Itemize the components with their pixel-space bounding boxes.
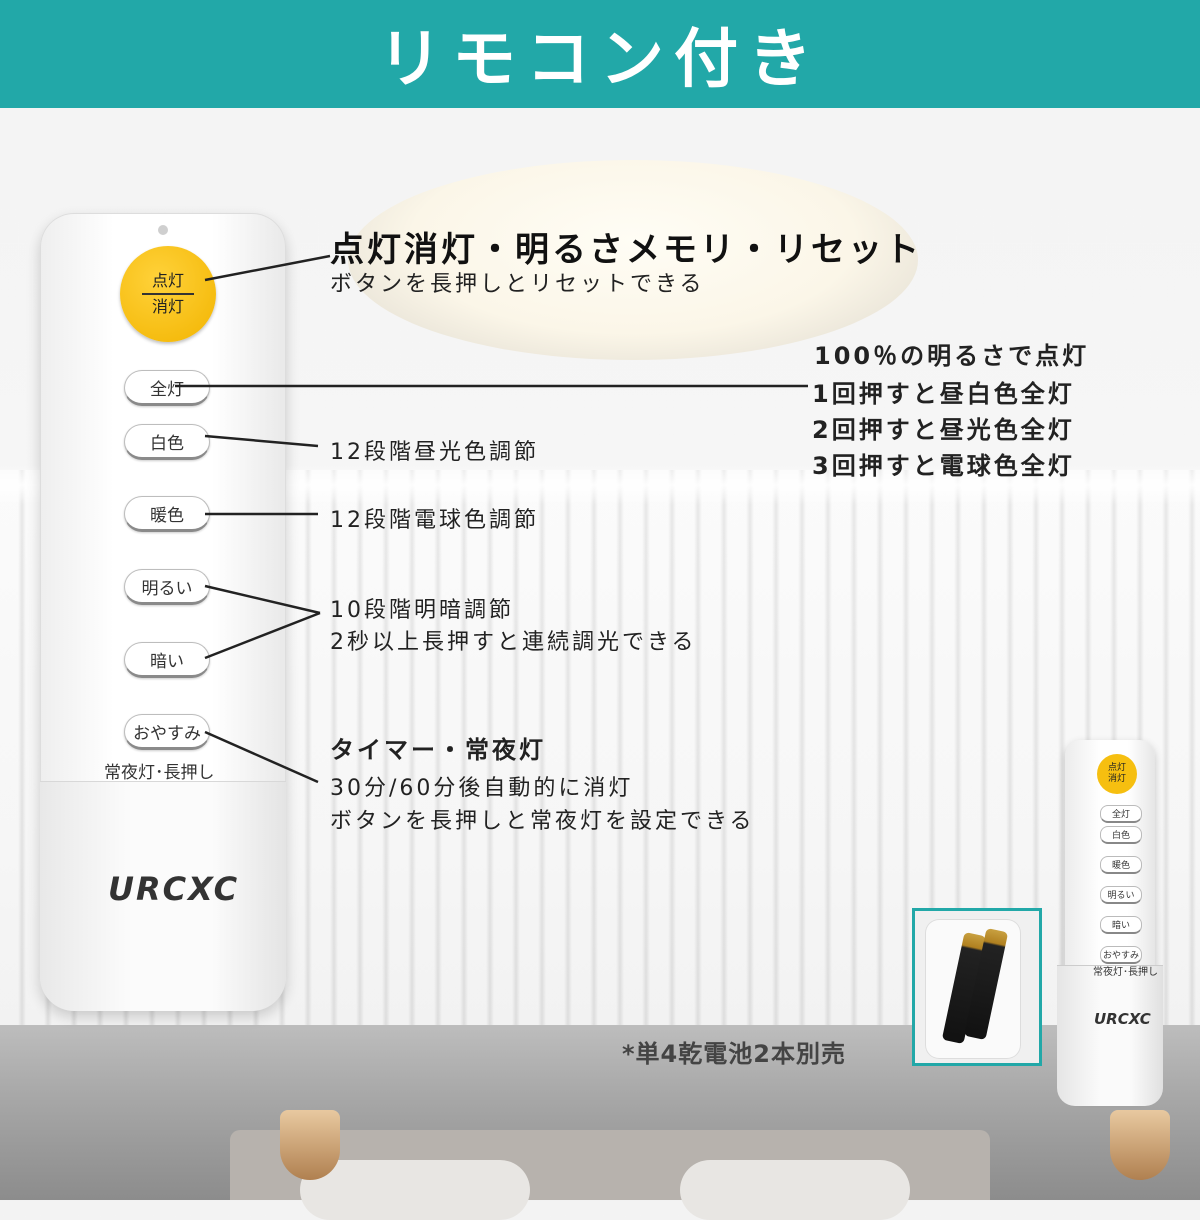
- warm-annotation: 12段階電球色調節: [330, 508, 539, 533]
- remote-holder: [1057, 965, 1163, 1106]
- mini-sleep-button: おやすみ: [1100, 946, 1142, 964]
- white-annotation: 12段階昼光色調節: [330, 440, 539, 465]
- mini-darker-button: 暗い: [1100, 916, 1142, 934]
- header-banner: リモコン付き: [0, 0, 1200, 108]
- brightness-annotation-line-2: 2秒以上長押すと連続調光できる: [330, 630, 697, 655]
- mini-power-button: 点灯 消灯: [1097, 754, 1137, 794]
- brightness-annotation-line-1: 10段階明暗調節: [330, 598, 514, 623]
- darker-button[interactable]: 暗い: [124, 642, 210, 678]
- power-button-divider: [142, 293, 194, 295]
- bedside-lamp-left: [280, 1110, 340, 1180]
- full-light-button[interactable]: 全灯: [124, 370, 210, 406]
- mini-brand-logo: URCXC: [1094, 1010, 1151, 1028]
- pillow: [300, 1160, 530, 1220]
- mini-power-label-bottom: 消灯: [1107, 774, 1126, 784]
- sleep-button[interactable]: おやすみ: [124, 714, 210, 750]
- brighter-button[interactable]: 明るい: [124, 569, 210, 605]
- ir-sensor: [158, 225, 168, 235]
- full-annotation-line-2: 2回押すと昼光色全灯: [812, 416, 1075, 444]
- mini-brighter-button: 明るい: [1100, 886, 1142, 904]
- night-light-hint: 常夜灯･長押し: [104, 763, 215, 783]
- mini-white-button: 白色: [1100, 826, 1142, 844]
- white-color-button[interactable]: 白色: [124, 424, 210, 460]
- power-button-label-bottom: 消灯: [151, 297, 184, 316]
- ceiling-light-image: [348, 160, 918, 360]
- mini-full-light-button: 全灯: [1100, 805, 1142, 823]
- pillow: [680, 1160, 910, 1220]
- banner-title: リモコン付き: [378, 23, 822, 97]
- full-annotation-line-1: 1回押すと昼白色全灯: [812, 380, 1075, 408]
- power-annotation-desc: ボタンを長押しとリセットできる: [330, 272, 705, 297]
- timer-annotation-title: タイマー・常夜灯: [330, 736, 546, 764]
- timer-annotation-line-2: ボタンを長押しと常夜灯を設定できる: [330, 809, 755, 834]
- mini-warm-button: 暖色: [1100, 856, 1142, 874]
- timer-annotation-line-1: 30分/60分後自動的に消灯: [330, 776, 634, 801]
- full-annotation-line-3: 3回押すと電球色全灯: [812, 452, 1075, 480]
- mini-power-label-top: 点灯: [1107, 763, 1126, 773]
- power-button-label-top: 点灯: [151, 271, 184, 290]
- power-annotation-title: 点灯消灯・明るさメモリ・リセット: [330, 230, 922, 270]
- mini-night-light-hint: 常夜灯･長押し: [1093, 967, 1158, 978]
- battery-note: *単4乾電池2本別売: [622, 1040, 846, 1068]
- warm-color-button[interactable]: 暖色: [124, 496, 210, 532]
- power-button[interactable]: 点灯 消灯: [120, 246, 216, 342]
- remote-lower-shell: [40, 781, 286, 1011]
- battery-compartment-image: [912, 908, 1042, 1066]
- full-annotation-title: 100％の明るさで点灯: [814, 342, 1090, 370]
- brand-logo: URCXC: [108, 870, 240, 908]
- bedside-lamp-right: [1110, 1110, 1170, 1180]
